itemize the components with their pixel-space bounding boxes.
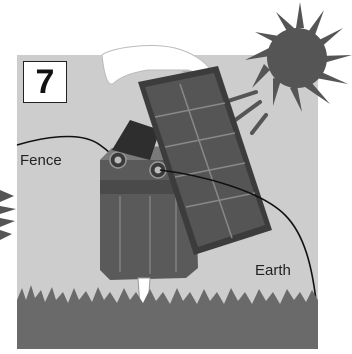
left-sun-rays [0,190,16,240]
step-number: 7 [23,61,67,103]
fence-label: Fence [20,152,62,169]
earth-label: Earth [255,262,291,279]
